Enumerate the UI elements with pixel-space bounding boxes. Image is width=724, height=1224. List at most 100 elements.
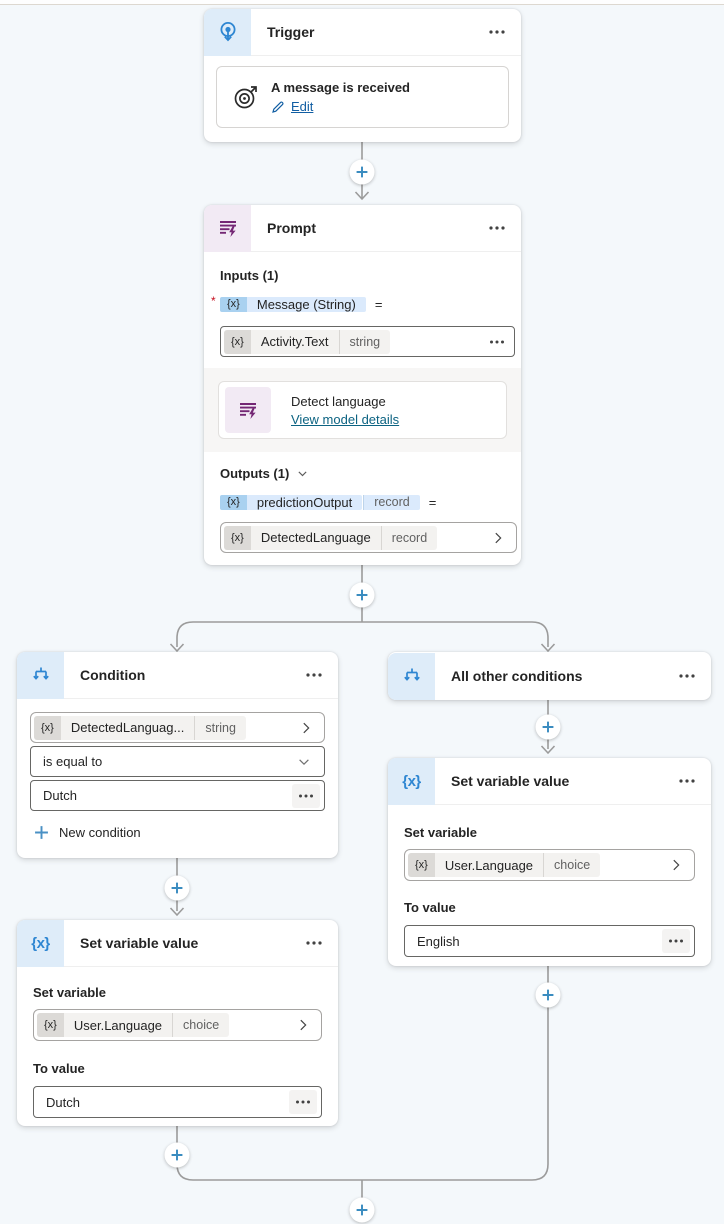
to-value-input[interactable]: Dutch [33, 1086, 322, 1118]
value-type: choice [172, 1013, 230, 1037]
set-variable-node-left: {x} Set variable value Set variable {x} … [17, 919, 338, 1126]
add-node-button[interactable] [535, 982, 561, 1008]
operator-value: is equal to [43, 754, 103, 769]
add-node-button[interactable] [349, 159, 375, 185]
condition-node-header[interactable]: Condition [17, 651, 338, 699]
outputs-section-label: Outputs (1) [220, 466, 290, 481]
message-value-field[interactable]: {x} Activity.Text string [220, 326, 515, 357]
value-more-button[interactable] [289, 1090, 317, 1114]
set-variable-left-header[interactable]: {x} Set variable value [17, 919, 338, 967]
more-options-button[interactable] [303, 937, 325, 949]
to-value-input[interactable]: English [404, 925, 695, 957]
add-node-button[interactable] [349, 1197, 375, 1223]
variable-chip: {x} [220, 494, 247, 510]
new-condition-button[interactable]: New condition [34, 825, 325, 840]
value-type: string [338, 329, 391, 354]
condition-value-input[interactable]: Dutch [30, 780, 325, 811]
condition-operand-field[interactable]: {x} DetectedLanguag... string [30, 712, 325, 743]
trigger-node-header[interactable]: Trigger [204, 8, 521, 56]
add-node-button[interactable] [164, 1142, 190, 1168]
chevron-right-icon [491, 531, 505, 545]
all-other-conditions-title: All other conditions [451, 668, 583, 684]
more-options-button[interactable] [676, 670, 698, 682]
variable-chip: {x} [224, 329, 251, 354]
value-name: User.Language [63, 1013, 173, 1037]
variable-glyph: {x} [31, 934, 50, 952]
ai-prompt-icon [204, 204, 251, 252]
input-variable-pill[interactable]: {x} Message (String) [220, 296, 366, 312]
trigger-icon [204, 8, 251, 56]
more-options-button[interactable] [303, 669, 325, 681]
value-name: Activity.Text [250, 329, 339, 354]
variable-x-icon: {x} [17, 919, 64, 967]
set-variable-node-right: {x} Set variable value Set variable {x} … [388, 757, 711, 966]
output-variable-type: record [363, 494, 420, 510]
value-type: choice [543, 853, 601, 877]
input-variable-name: Message (String) [246, 296, 366, 312]
value-more-button[interactable] [292, 783, 320, 808]
to-value-label: To value [404, 900, 456, 915]
more-options-button[interactable] [676, 775, 698, 787]
output-variable-pill[interactable]: {x} predictionOutput record [220, 494, 420, 510]
to-value-text: English [417, 933, 460, 949]
condition-operator-dropdown[interactable]: is equal to [30, 746, 325, 777]
view-model-details-link[interactable]: View model details [291, 411, 400, 427]
add-node-button[interactable] [349, 582, 375, 608]
trigger-event-name: A message is received [271, 80, 410, 95]
new-condition-label: New condition [59, 825, 141, 840]
inputs-section-label: Inputs (1) [220, 268, 279, 283]
prompt-node: Prompt Inputs (1) * {x} Message (String)… [204, 204, 521, 565]
more-options-button[interactable] [486, 26, 508, 38]
required-marker: * [211, 294, 216, 308]
to-value-text: Dutch [46, 1094, 80, 1110]
add-node-button[interactable] [535, 714, 561, 740]
plus-icon [35, 826, 48, 839]
condition-value: Dutch [43, 788, 77, 803]
all-other-conditions-header[interactable]: All other conditions [388, 652, 711, 700]
set-variable-label: Set variable [404, 825, 477, 840]
trigger-event-card[interactable]: A message is received Edit [216, 66, 509, 128]
set-variable-left-title: Set variable value [80, 935, 199, 951]
outputs-collapse-toggle[interactable]: Outputs (1) [220, 466, 309, 481]
variable-x-icon: {x} [388, 757, 435, 805]
equals-sign: = [428, 494, 437, 510]
output-value-field[interactable]: {x} DetectedLanguage record [220, 522, 517, 553]
value-type: string [194, 715, 246, 740]
trigger-edit-button[interactable]: Edit [271, 99, 410, 114]
to-value-label: To value [33, 1061, 85, 1076]
add-node-button[interactable] [164, 875, 190, 901]
variable-picker-field[interactable]: {x} User.Language choice [33, 1009, 322, 1041]
field-more-button[interactable] [489, 339, 505, 345]
set-variable-right-title: Set variable value [451, 773, 570, 789]
model-name: Detect language [291, 393, 386, 409]
prompt-title: Prompt [267, 220, 316, 236]
variable-picker-field[interactable]: {x} User.Language choice [404, 849, 695, 881]
condition-title: Condition [80, 667, 146, 683]
target-icon [234, 85, 257, 108]
chevron-right-icon [299, 721, 313, 735]
chevron-right-icon [296, 1018, 310, 1032]
toolbar-bottom-edge [0, 0, 724, 5]
model-card[interactable]: Detect language View model details [218, 381, 507, 439]
operand-chip: {x} DetectedLanguag... string [34, 715, 246, 740]
trigger-title: Trigger [267, 24, 315, 40]
detected-language-chip: {x} DetectedLanguage record [224, 525, 438, 550]
variable-glyph: {x} [402, 772, 421, 790]
condition-node: Condition {x} DetectedLanguag... string … [17, 651, 338, 858]
pencil-icon [272, 100, 284, 113]
all-other-conditions-node: All other conditions [388, 652, 711, 700]
more-options-button[interactable] [486, 222, 508, 234]
variable-chip: {x} [37, 1013, 64, 1037]
prompt-node-header[interactable]: Prompt [204, 204, 521, 252]
variable-chip: {x} [34, 715, 61, 740]
output-variable-name: predictionOutput [246, 494, 363, 510]
value-name: DetectedLanguag... [60, 715, 195, 740]
value-more-button[interactable] [662, 929, 690, 953]
user-language-chip: {x} User.Language choice [408, 853, 601, 877]
chevron-right-icon [669, 858, 683, 872]
variable-chip: {x} [408, 853, 435, 877]
set-variable-right-header[interactable]: {x} Set variable value [388, 757, 711, 805]
ai-model-icon [225, 387, 271, 433]
set-variable-label: Set variable [33, 985, 106, 1000]
chevron-down-icon [298, 471, 307, 477]
